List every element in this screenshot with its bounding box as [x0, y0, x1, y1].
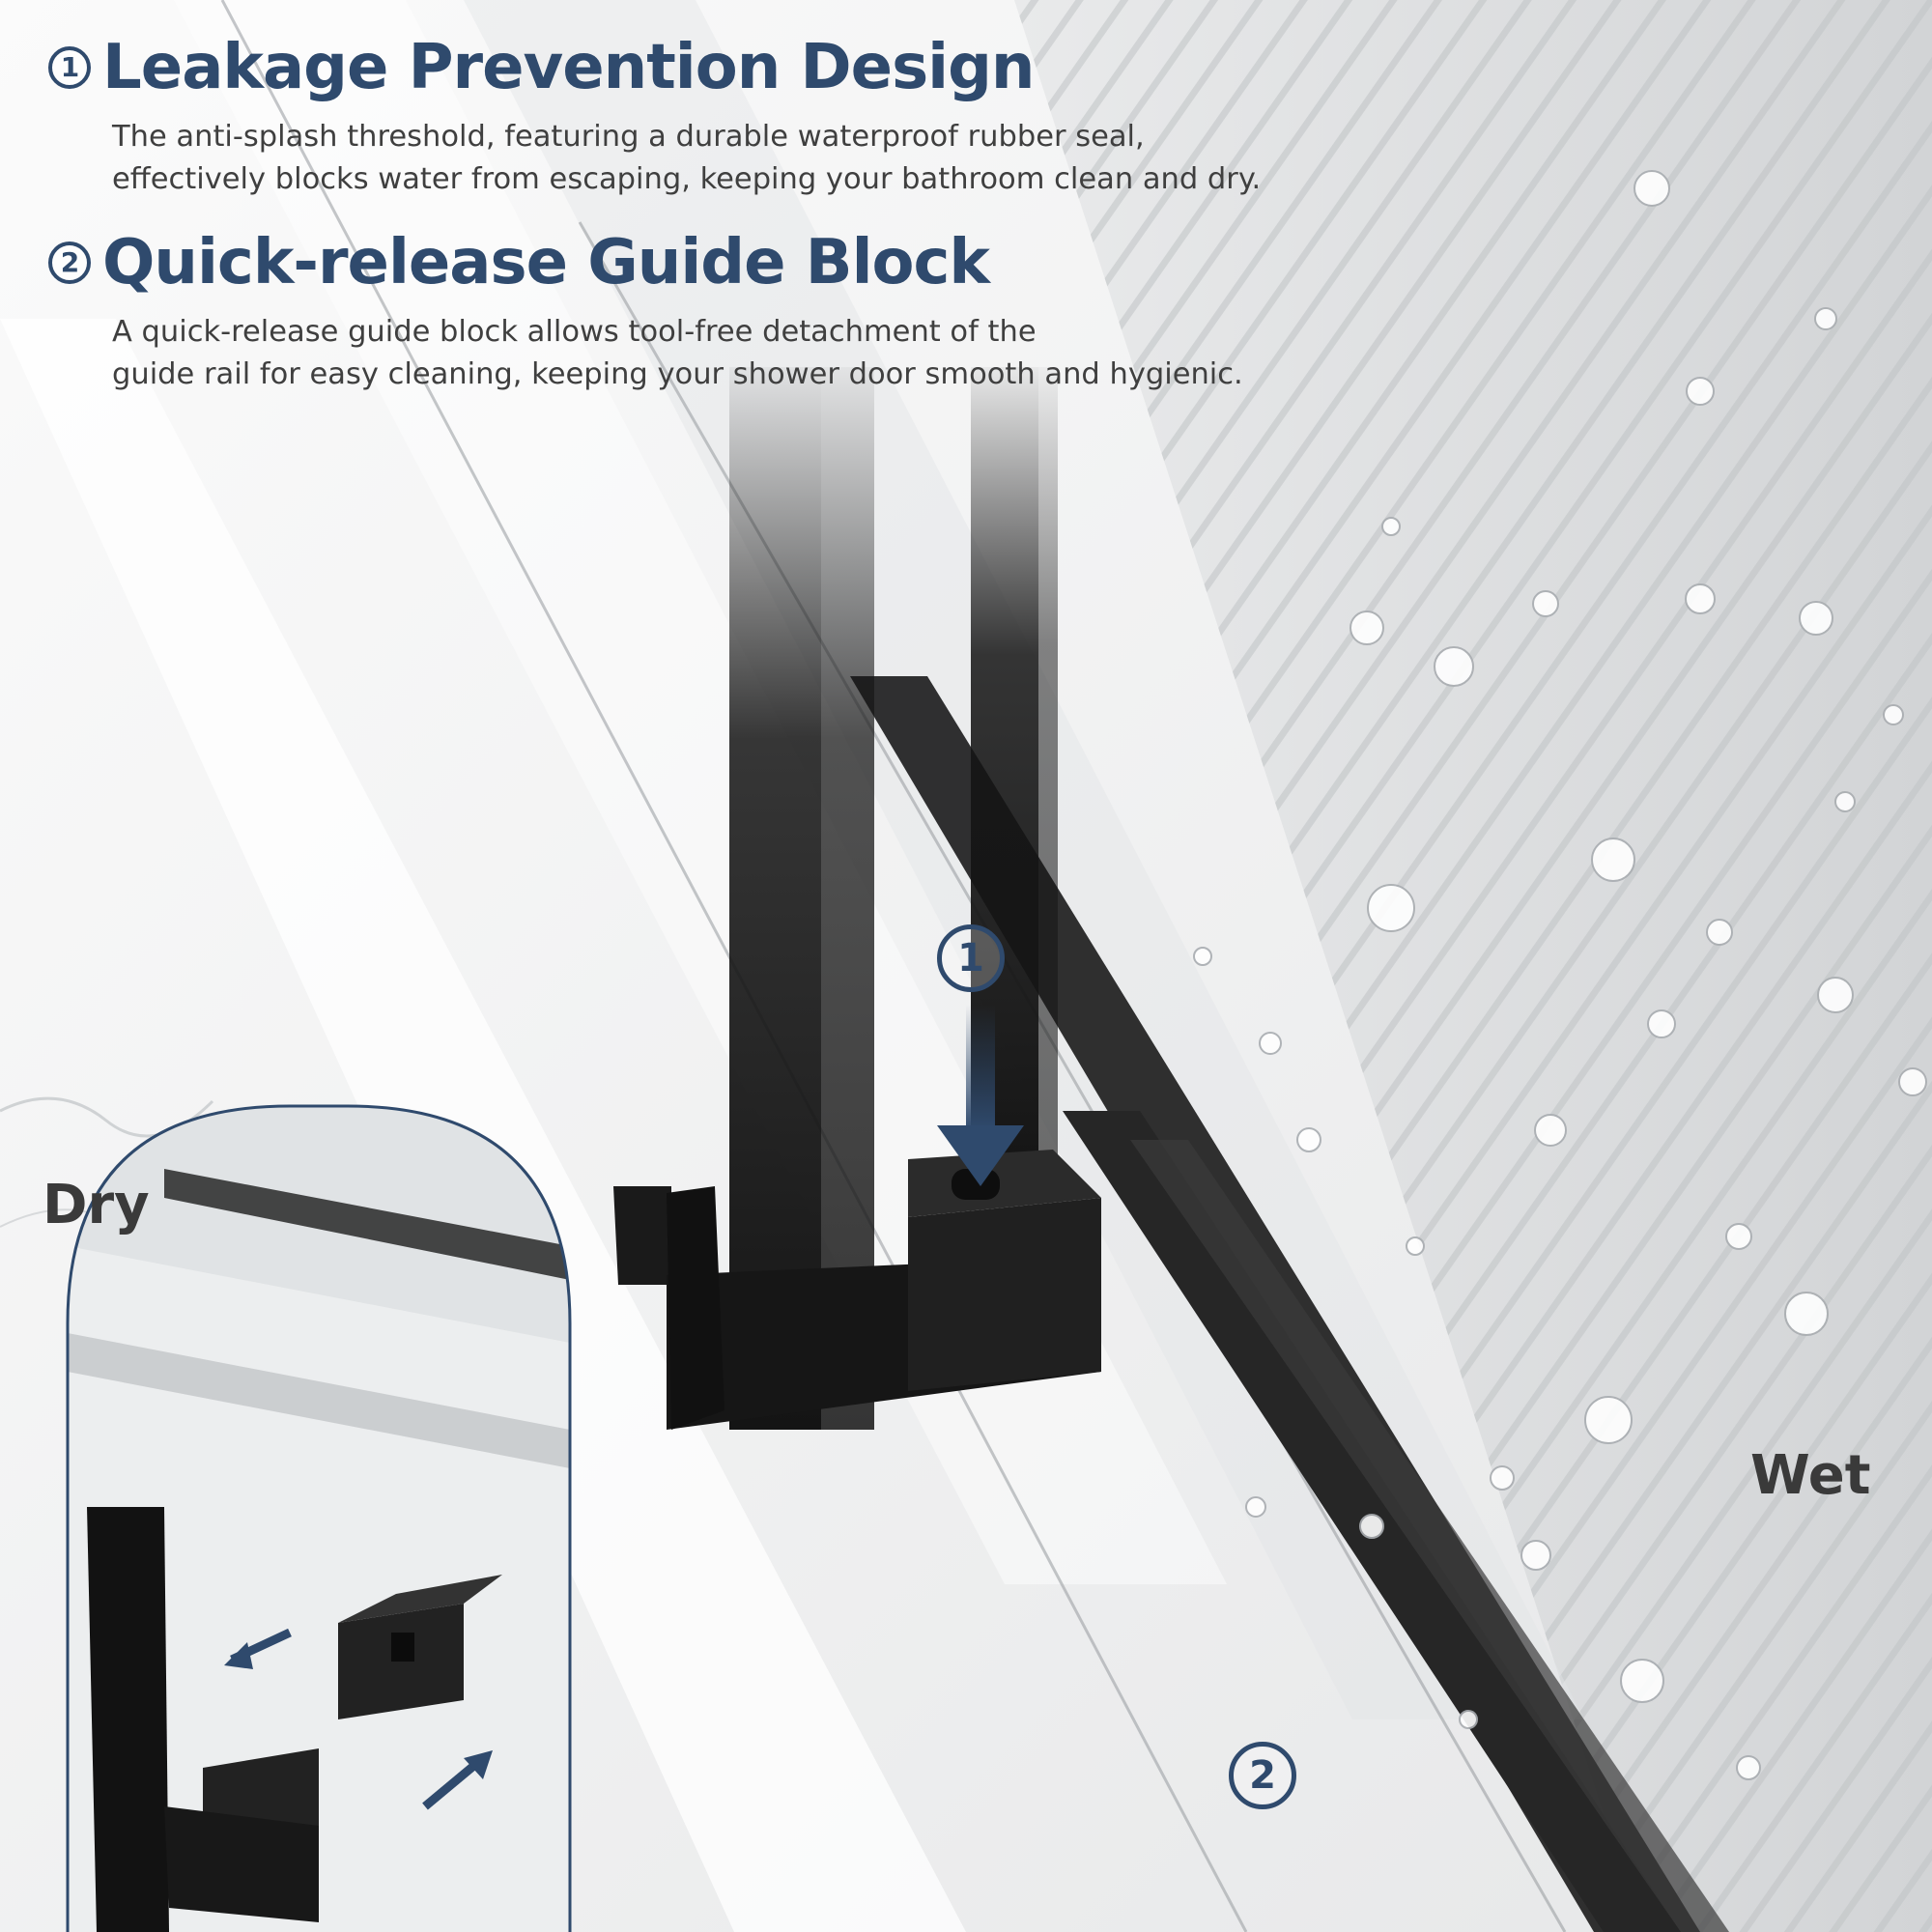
feature-description: The anti-splash threshold, featuring a d… [112, 116, 1261, 201]
feature-description-line: A quick-release guide block allows tool-… [112, 315, 1037, 349]
feature-description-line: effectively blocks water from escaping, … [112, 162, 1262, 196]
feature-description-line: guide rail for easy cleaning, keeping yo… [112, 357, 1243, 391]
feature-quick-release: 2 Quick-release Guide Block A quick-rele… [48, 232, 1243, 396]
feature-title: Quick-release Guide Block [102, 227, 990, 298]
feature-number-badge: 2 [48, 242, 91, 284]
feature-leakage-prevention: 1 Leakage Prevention Design The anti-spl… [48, 37, 1261, 201]
feature-description: A quick-release guide block allows tool-… [112, 311, 1243, 396]
callout-marker-1: 1 [937, 924, 1005, 992]
feature-title: Leakage Prevention Design [102, 32, 1035, 103]
feature-description-line: The anti-splash threshold, featuring a d… [112, 120, 1145, 154]
wet-side-label: Wet [1750, 1444, 1871, 1507]
dry-side-label: Dry [43, 1174, 150, 1236]
callout-marker-2: 2 [1229, 1742, 1296, 1809]
feature-number-badge: 1 [48, 46, 91, 89]
